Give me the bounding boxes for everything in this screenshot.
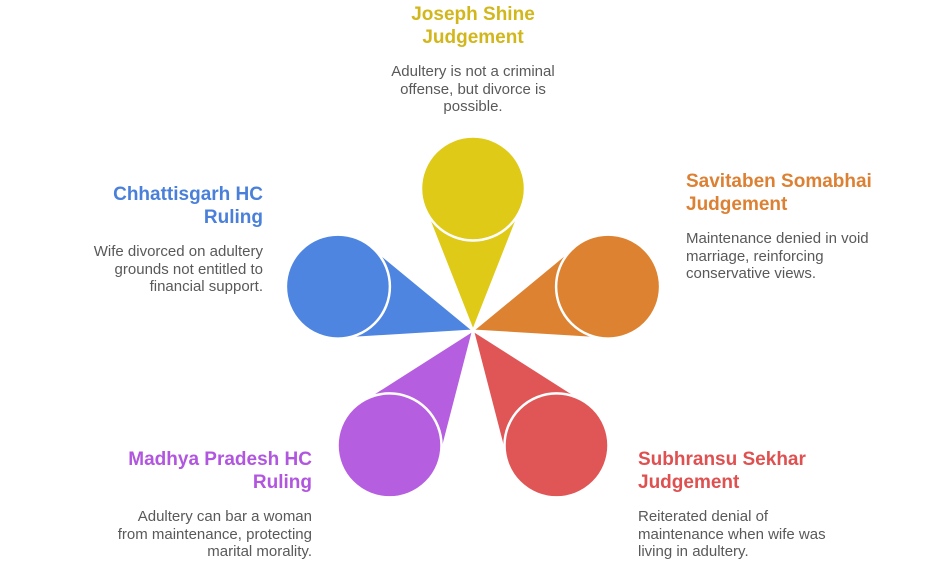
petal-heading: Madhya Pradesh HC Ruling	[128, 449, 312, 493]
petal-heading: Subhransu Sekhar Judgement	[638, 449, 806, 493]
petal-heading: Joseph Shine Judgement	[411, 4, 535, 48]
petal-circle	[336, 392, 443, 499]
petal-description: Adultery is not a criminal offense, but …	[391, 63, 555, 115]
petal-heading: Chhattisgarh HC Ruling	[113, 184, 263, 228]
petal-circle	[503, 392, 610, 499]
petal-savitaben-somabhai	[472, 233, 662, 340]
petal-description: Wife divorced on adultery grounds not en…	[93, 243, 263, 295]
petal-madhya-pradesh-hc	[336, 329, 474, 499]
petal-text-chhattisgarh-hc: Chhattisgarh HC Ruling Wife divorced on …	[23, 183, 263, 296]
petal-circle	[284, 233, 392, 340]
petal-description: Adultery can bar a woman from maintenanc…	[117, 508, 312, 560]
petal-description: Maintenance denied in void marriage, rei…	[686, 230, 869, 282]
petal-joseph-shine	[419, 135, 527, 332]
petal-text-joseph-shine: Joseph Shine Judgement Adultery is not a…	[323, 3, 623, 116]
petal-chhattisgarh-hc	[284, 233, 474, 340]
petal-circle	[554, 233, 662, 340]
petal-description: Reiterated denial of maintenance when wi…	[638, 508, 826, 560]
petal-circle	[419, 135, 527, 242]
petal-heading: Savitaben Somabhai Judgement	[686, 171, 872, 215]
petal-subhransu-sekhar	[472, 329, 610, 499]
petal-text-madhya-pradesh-hc: Madhya Pradesh HC Ruling Adultery can ba…	[70, 448, 312, 561]
petal-text-savitaben-somabhai: Savitaben Somabhai Judgement Maintenance…	[686, 170, 936, 283]
petal-text-subhransu-sekhar: Subhransu Sekhar Judgement Reiterated de…	[638, 448, 908, 561]
